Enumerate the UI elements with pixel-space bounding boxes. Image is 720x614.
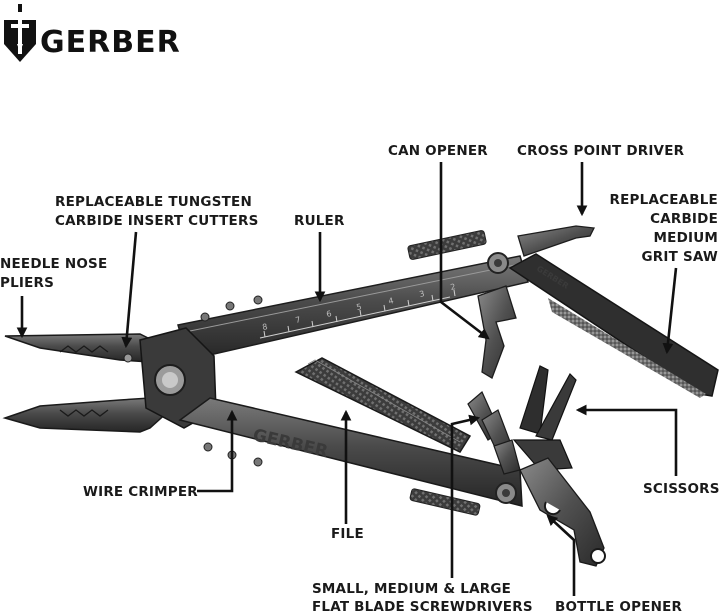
callout-needle-nose-pliers: NEEDLE NOSE PLIERS xyxy=(0,256,107,339)
callout-can-opener: CAN OPENER xyxy=(388,143,490,340)
callout-ruler: RULER xyxy=(294,213,345,303)
callout-screwdrivers: SMALL, MEDIUM & LARGE FLAT BLADE SCREWDR… xyxy=(312,414,533,614)
scissors xyxy=(512,365,577,471)
ruler-tick: 6 xyxy=(326,309,333,319)
ruler-tick: 8 xyxy=(262,322,269,332)
callout-label: NEEDLE NOSE xyxy=(0,256,107,272)
callout-arrow xyxy=(546,514,576,596)
callout-label: GRIT SAW xyxy=(642,249,718,265)
callout-label: CAN OPENER xyxy=(388,143,488,159)
callout-label: CROSS POINT DRIVER xyxy=(517,143,685,159)
callout-arrow xyxy=(662,267,678,355)
callout-scissors: SCISSORS xyxy=(575,404,720,497)
ruler-tick: 7 xyxy=(295,315,302,325)
callout-arrow xyxy=(450,414,481,578)
callout-label: REPLACEABLE TUNGSTEN xyxy=(55,194,252,210)
ruler-tick: 3 xyxy=(419,289,426,299)
brand-name: GERBER xyxy=(40,25,181,60)
callout-bottle-opener: BOTTLE OPENER xyxy=(546,514,683,614)
callout-wire-crimper: WIRE CRIMPER xyxy=(83,409,238,500)
callout-label: WIRE CRIMPER xyxy=(83,484,198,500)
upper-handle xyxy=(177,230,529,361)
ruler-tick: 4 xyxy=(388,296,395,306)
callout-tungsten-cutters: REPLACEABLE TUNGSTEN CARBIDE INSERT CUTT… xyxy=(55,194,259,349)
callout-label: PLIERS xyxy=(0,275,54,291)
screwdrivers xyxy=(467,391,521,475)
ruler-tick: 2 xyxy=(450,282,457,292)
callout-arrow xyxy=(121,231,138,349)
multitool-illustration: 8 7 6 5 4 3 2 GERBER xyxy=(2,225,719,567)
callout-arrow xyxy=(575,404,678,476)
callout-arrow xyxy=(439,162,490,340)
brand-logo: GERBER xyxy=(4,4,181,62)
ruler-tick: 5 xyxy=(356,302,363,312)
callout-cross-point-driver: CROSS POINT DRIVER xyxy=(517,143,685,217)
callout-label: RULER xyxy=(294,213,345,229)
callout-label: BOTTLE OPENER xyxy=(555,599,683,614)
callout-carbide-saw: REPLACEABLE CARBIDE MEDIUM GRIT SAW xyxy=(610,192,718,355)
callout-label: CARBIDE xyxy=(650,211,718,227)
callout-label: SCISSORS xyxy=(643,481,720,497)
cross-point-driver xyxy=(487,225,595,274)
can-opener xyxy=(477,285,517,379)
callout-file: FILE xyxy=(331,409,364,542)
callout-label: REPLACEABLE xyxy=(610,192,718,208)
gerber-shield-sword-icon xyxy=(4,4,36,62)
callout-arrow xyxy=(197,409,238,493)
callout-label: MEDIUM xyxy=(654,230,718,246)
callout-label: FLAT BLADE SCREWDRIVERS xyxy=(312,599,533,614)
callout-label: CARBIDE INSERT CUTTERS xyxy=(55,213,259,229)
ruler-scale: 8 7 6 5 4 3 2 xyxy=(259,282,457,339)
callout-label: FILE xyxy=(331,526,364,542)
callout-label: SMALL, MEDIUM & LARGE xyxy=(312,581,511,597)
bottle-opener xyxy=(519,457,606,567)
file-blade xyxy=(294,357,472,453)
carbide-saw: GERBER xyxy=(508,253,719,398)
